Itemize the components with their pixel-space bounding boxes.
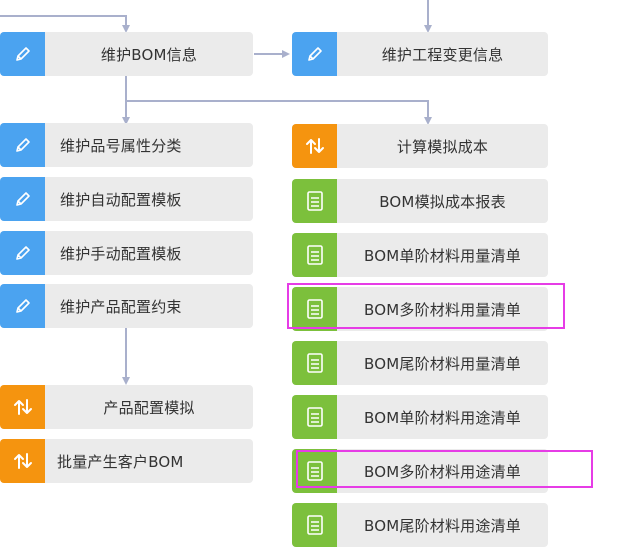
node-label: BOM单阶材料用量清单 xyxy=(364,246,521,265)
pencil-icon xyxy=(0,284,45,328)
node-maintain-bom[interactable]: 维护BOM信息 xyxy=(0,32,253,76)
node-bom-multi-level-qty[interactable]: BOM多阶材料用量清单 xyxy=(292,287,548,331)
process-arrows-icon xyxy=(0,385,45,429)
connector-top-left xyxy=(0,15,130,33)
document-icon xyxy=(292,449,337,493)
node-label: 维护品号属性分类 xyxy=(60,136,182,155)
node-batch-customer-bom[interactable]: 批量产生客户BOM xyxy=(0,439,253,483)
document-icon xyxy=(292,395,337,439)
highlight-box-multi-level-use xyxy=(296,450,593,488)
document-icon xyxy=(292,341,337,385)
process-arrows-icon xyxy=(0,439,45,483)
node-maintain-auto-config[interactable]: 维护自动配置模板 xyxy=(0,177,253,221)
document-icon xyxy=(292,233,337,277)
pencil-icon xyxy=(0,177,45,221)
node-label: BOM单阶材料用途清单 xyxy=(364,408,521,427)
node-label: 维护手动配置模板 xyxy=(60,244,182,263)
node-bom-tail-level-qty[interactable]: BOM尾阶材料用量清单 xyxy=(292,341,548,385)
node-bom-tail-level-use[interactable]: BOM尾阶材料用途清单 xyxy=(292,503,548,547)
node-label: BOM模拟成本报表 xyxy=(379,192,506,211)
document-icon xyxy=(292,503,337,547)
node-bom-multi-level-use[interactable]: BOM多阶材料用途清单 xyxy=(292,449,548,493)
node-bom-sim-cost-report[interactable]: BOM模拟成本报表 xyxy=(292,179,548,223)
process-arrows-icon xyxy=(292,124,337,168)
node-product-config-sim[interactable]: 产品配置模拟 xyxy=(0,385,253,429)
pencil-icon xyxy=(0,32,45,76)
node-bom-single-level-use[interactable]: BOM单阶材料用途清单 xyxy=(292,395,548,439)
node-label: 计算模拟成本 xyxy=(396,137,489,156)
node-label: 维护自动配置模板 xyxy=(60,190,182,209)
node-label: 批量产生客户BOM xyxy=(57,452,184,471)
node-label: BOM尾阶材料用途清单 xyxy=(364,516,521,535)
document-icon xyxy=(292,287,337,331)
node-label: BOM尾阶材料用量清单 xyxy=(364,354,521,373)
connector-bom-branch-right xyxy=(126,100,432,125)
pencil-icon xyxy=(0,231,45,275)
node-label: 维护产品配置约束 xyxy=(60,297,182,316)
pencil-icon xyxy=(0,123,45,167)
node-label: 维护工程变更信息 xyxy=(381,45,504,64)
highlight-box-multi-level-qty xyxy=(287,283,565,329)
node-bom-single-level-qty[interactable]: BOM单阶材料用量清单 xyxy=(292,233,548,277)
node-maintain-eng-change[interactable]: 维护工程变更信息 xyxy=(292,32,548,76)
node-label: 产品配置模拟 xyxy=(103,398,195,417)
node-label: BOM多阶材料用途清单 xyxy=(364,462,521,481)
node-maintain-part-category[interactable]: 维护品号属性分类 xyxy=(0,123,253,167)
node-calc-sim-cost[interactable]: 计算模拟成本 xyxy=(292,124,548,168)
pencil-icon xyxy=(292,32,337,76)
node-maintain-manual-config[interactable]: 维护手动配置模板 xyxy=(0,231,253,275)
node-maintain-product-constraint[interactable]: 维护产品配置约束 xyxy=(0,284,253,328)
node-label: BOM多阶材料用量清单 xyxy=(364,300,521,319)
node-label: 维护BOM信息 xyxy=(100,45,198,64)
document-icon xyxy=(292,179,337,223)
